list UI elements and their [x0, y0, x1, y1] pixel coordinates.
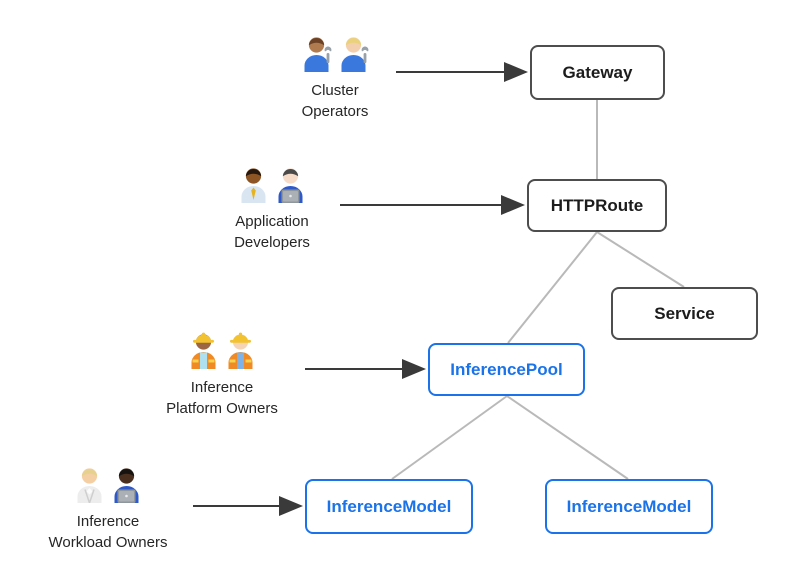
man-office-worker-icon [237, 162, 270, 208]
office-worker-and-technologist-pair-icon [237, 167, 307, 208]
actor-cluster-operators-label: Cluster Operators [301, 82, 369, 120]
node-inferencemodel-left: InferenceModel [305, 479, 473, 534]
edge-inferencepool-inferencemodel-right [506, 395, 629, 480]
man-construction-worker-icon [224, 328, 257, 374]
edge-httproute-inferencepool [507, 231, 598, 344]
node-inferencemodel-left-label: InferenceModel [326, 496, 452, 516]
actor-cluster-operators: Cluster Operators [265, 36, 405, 122]
actor-inference-workload-owners: Inference Workload Owners [33, 467, 183, 553]
node-gateway-label: Gateway [562, 62, 633, 82]
woman-health-worker-icon [73, 462, 106, 508]
actor-application-developers: Application Developers [202, 167, 342, 253]
node-inferencepool: InferencePool [428, 343, 585, 396]
node-inferencemodel-right-label: InferenceModel [566, 496, 692, 516]
health-worker-and-technologist-pair-icon [73, 467, 143, 508]
edge-httproute-service [596, 231, 685, 288]
construction-workers-pair-icon [187, 332, 257, 374]
actor-inference-platform-owners-label: Inference Platform Owners [166, 379, 278, 417]
node-httproute: HTTPRoute [527, 179, 667, 232]
node-gateway: Gateway [530, 45, 665, 100]
actor-application-developers-label: Application Developers [234, 213, 310, 251]
node-inferencemodel-right: InferenceModel [545, 479, 713, 534]
actor-inference-workload-owners-label: Inference Workload Owners [48, 513, 168, 551]
woman-construction-worker-icon [187, 328, 220, 374]
man-mechanic-icon [300, 31, 333, 77]
man-technologist-icon [110, 462, 143, 508]
woman-technologist-icon [274, 162, 307, 208]
node-service: Service [611, 287, 758, 340]
node-httproute-label: HTTPRoute [550, 195, 644, 215]
woman-mechanic-icon [337, 31, 370, 77]
node-inferencepool-label: InferencePool [450, 359, 563, 379]
node-service-label: Service [654, 303, 715, 323]
mechanics-pair-icon [300, 36, 370, 77]
edge-inferencepool-inferencemodel-left [391, 395, 508, 480]
actor-inference-platform-owners: Inference Platform Owners [147, 332, 297, 419]
